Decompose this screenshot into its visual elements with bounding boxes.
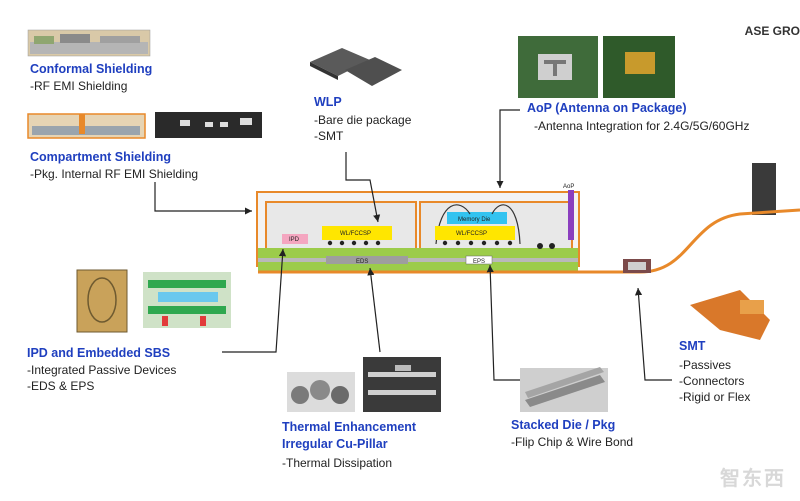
compartment-shielding-desc: -Pkg. Internal RF EMI Shielding <box>30 166 198 182</box>
wlp-line-2: -SMT <box>314 129 344 143</box>
stacked-die-title: Stacked Die / Pkg <box>511 418 616 432</box>
aop-desc: -Antenna Integration for 2.4G/5G/60GHz <box>534 118 749 134</box>
thermal-title: Thermal Enhancement <box>282 420 417 434</box>
ipd-chip-label: IPD <box>289 237 300 243</box>
compartment-line-1: -Pkg. Internal RF EMI Shielding <box>30 167 199 181</box>
smt-line-1: -Passives <box>679 358 732 372</box>
aop-image <box>518 36 675 98</box>
stacked-die-image <box>520 367 608 412</box>
ipd-image <box>76 269 231 333</box>
wlp-chip-label-2: WL/FCCSP <box>456 231 487 237</box>
thermal-line-1: -Thermal Dissipation <box>282 456 393 470</box>
ipd-line-2: -EDS & EPS <box>27 379 95 393</box>
thermal-title-2: Irregular Cu-Pillar <box>282 437 388 451</box>
wlp-chips-image <box>310 48 402 86</box>
ipd-desc: -Integrated Passive Devices -EDS & EPS <box>27 362 176 394</box>
wlp-desc: -Bare die package -SMT <box>314 112 411 144</box>
smt-desc: -Passives -Connectors -Rigid or Flex <box>679 357 750 405</box>
smt-title: SMT <box>679 339 706 353</box>
conformal-shielding-desc: -RF EMI Shielding <box>30 78 127 94</box>
callout-arrows <box>154 109 672 381</box>
wlp-chip-label-1: WL/FCCSP <box>340 231 371 237</box>
package-cross-section <box>256 190 800 274</box>
compartment-shielding-image <box>27 112 262 139</box>
conformal-line-1: -RF EMI Shielding <box>30 79 128 93</box>
thermal-image <box>287 357 441 412</box>
watermark-logo: 智东西 <box>720 468 786 490</box>
ipd-title: IPD and Embedded SBS <box>27 346 171 360</box>
conformal-shielding-image <box>27 29 151 57</box>
wlp-title: WLP <box>314 95 342 109</box>
stacked-line-1: -Flip Chip & Wire Bond <box>511 435 634 449</box>
eps-label: EPS <box>473 259 485 265</box>
ipd-line-1: -Integrated Passive Devices <box>27 363 177 377</box>
smt-image <box>690 163 776 340</box>
compartment-shielding-title: Compartment Shielding <box>30 150 171 164</box>
wlp-line-1: -Bare die package <box>314 113 412 127</box>
eds-label: EDS <box>356 259 368 265</box>
brand-text: ASE GRO <box>744 24 800 38</box>
stacked-die-desc: -Flip Chip & Wire Bond <box>511 434 633 450</box>
conformal-shielding-title: Conformal Shielding <box>30 62 153 76</box>
thermal-desc: -Thermal Dissipation <box>282 455 392 471</box>
aop-label: AoP <box>563 184 574 190</box>
aop-line-1: -Antenna Integration for 2.4G/5G/60GHz <box>534 119 750 133</box>
aop-title: AoP (Antenna on Package) <box>527 101 687 115</box>
smt-line-3: -Rigid or Flex <box>679 390 751 404</box>
memory-die-label: Memory Die <box>458 217 491 223</box>
smt-line-2: -Connectors <box>679 374 745 388</box>
